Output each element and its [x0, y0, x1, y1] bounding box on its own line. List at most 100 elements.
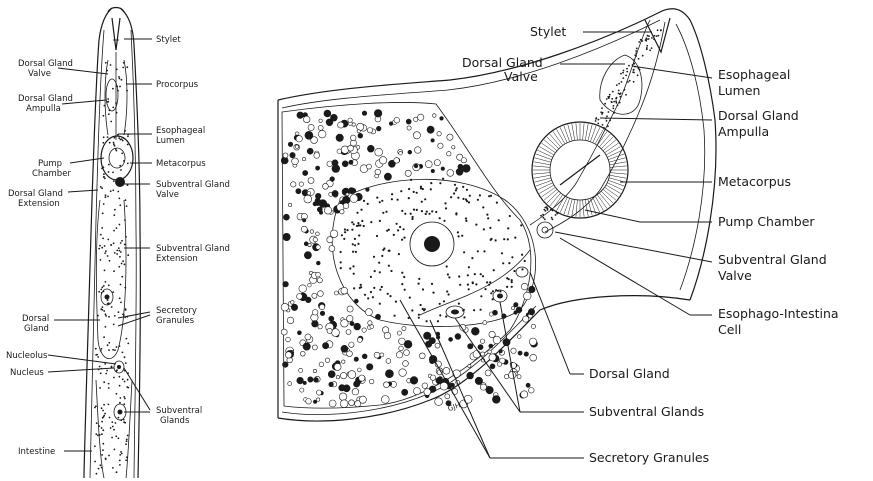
granule-dot	[121, 153, 123, 155]
granule-dot	[390, 270, 392, 272]
cell-bubble	[329, 246, 335, 252]
granule-dot	[625, 75, 627, 77]
granule-dot	[444, 202, 446, 204]
granule-dot	[403, 228, 405, 230]
granule-dot	[116, 346, 118, 348]
cell-bubble	[384, 332, 391, 339]
cell-bubble	[329, 400, 336, 407]
granule-dot	[620, 92, 622, 94]
granule-dot	[492, 298, 494, 300]
granule-dot	[125, 362, 127, 364]
granule-dot	[619, 102, 621, 104]
granule-dot	[461, 235, 463, 237]
granule-dot	[496, 202, 498, 204]
granule-dot	[403, 276, 405, 278]
cell-bubble	[359, 375, 365, 381]
granule-dot	[619, 96, 621, 98]
granule-dot	[124, 398, 126, 400]
granule-dot	[435, 211, 437, 213]
cell-bubble	[341, 320, 349, 328]
cell-bubble	[313, 400, 316, 403]
cell-bubble	[319, 211, 322, 214]
granule-dot	[598, 119, 600, 121]
right-label-esophageal-lumen-1: Esophageal	[718, 67, 790, 82]
granule-dot	[379, 220, 381, 222]
muscle-ray	[593, 127, 600, 142]
cell-bubble	[299, 285, 307, 293]
cell-bubble	[303, 170, 308, 175]
granule-dot	[418, 278, 420, 280]
granule-dot	[110, 190, 112, 192]
granule-dot	[467, 284, 469, 286]
granule-dot	[119, 402, 121, 404]
granule-dot	[351, 221, 353, 223]
granule-dot	[109, 417, 111, 419]
granule-dot	[344, 231, 346, 233]
granule-dot	[126, 439, 128, 441]
granule-dot	[551, 217, 553, 219]
cell-bubble	[452, 146, 455, 149]
right-label-esophago-intestinal-cell-1: Esophago-Intestina	[718, 306, 839, 321]
granule-dot	[97, 356, 99, 358]
granule-dot	[463, 251, 465, 253]
granule-dot	[493, 269, 495, 271]
granule-dot	[122, 260, 124, 262]
right-label-secretory-granules: Secretory Granules	[589, 450, 709, 465]
granule-dot	[503, 238, 505, 240]
cell-bubble	[530, 354, 537, 361]
granule-dot	[484, 288, 486, 290]
granule-dot	[122, 140, 124, 142]
cell-bubble	[437, 132, 441, 136]
granule-dot	[107, 196, 109, 198]
granule-dot	[100, 186, 102, 188]
cell-bubble	[485, 370, 491, 376]
cell-bubble	[354, 323, 361, 330]
granule-dot	[114, 349, 116, 351]
granule-dot	[110, 427, 112, 429]
granule-dot	[124, 264, 126, 266]
granule-dot	[379, 201, 381, 203]
granule-dot	[490, 292, 492, 294]
granule-dot	[110, 244, 112, 246]
right-label-subventral-gland-valve-1: Subventral Gland	[718, 252, 827, 267]
granule-dot	[597, 123, 599, 125]
granule-dot	[117, 90, 119, 92]
granule-dot	[651, 37, 653, 39]
granule-dot	[511, 286, 513, 288]
left-label-subventral-gland-extension-1: Subventral Gland	[156, 244, 230, 254]
cell-bubble	[315, 199, 321, 205]
granule-dot	[349, 267, 351, 269]
granule-dot	[102, 309, 104, 311]
granule-dot	[607, 125, 609, 127]
granule-dot	[486, 214, 488, 216]
granule-dot	[115, 148, 117, 150]
right-label-dorsal-gland-valve-1: Dorsal Gland	[462, 55, 543, 70]
granule-dot	[492, 290, 494, 292]
cell-bubble	[499, 350, 502, 353]
cell-bubble	[462, 165, 470, 173]
granule-dot	[102, 212, 104, 214]
cell-bubble	[307, 148, 313, 154]
cell-bubble	[307, 192, 311, 196]
cell-bubble	[330, 177, 335, 182]
cell-bubble	[328, 371, 335, 378]
granule-dot	[603, 127, 605, 129]
granule-dot	[127, 163, 129, 165]
granule-dot	[111, 437, 113, 439]
cell-bubble	[514, 303, 518, 307]
granule-dot	[125, 236, 127, 238]
cell-bubble	[529, 338, 536, 345]
cell-bubble	[440, 117, 444, 121]
granule-dot	[106, 370, 108, 372]
granule-dot	[119, 86, 121, 88]
granule-dot	[439, 314, 441, 316]
cell-bubble	[297, 294, 303, 300]
cell-bubble	[362, 111, 367, 116]
granule-dot	[101, 227, 103, 229]
cell-bubble	[305, 131, 313, 139]
cell-bubble	[295, 145, 298, 148]
granule-dot	[352, 251, 354, 253]
granule-dot	[475, 224, 477, 226]
granule-dot	[397, 229, 399, 231]
cell-bubble	[449, 337, 453, 341]
